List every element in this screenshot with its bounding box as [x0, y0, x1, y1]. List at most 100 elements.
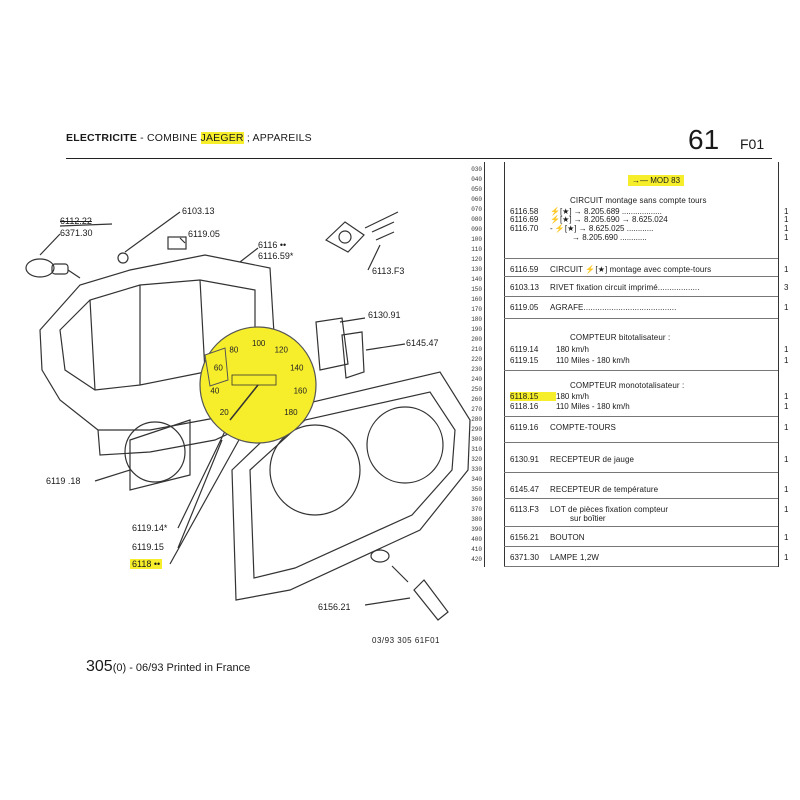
printed-number: 305	[86, 658, 113, 675]
front-cover	[231, 371, 471, 601]
label-6116: 6116 ••	[258, 240, 287, 250]
row-code: 030	[471, 166, 482, 173]
row-code: 380	[471, 516, 482, 523]
row-separator	[504, 442, 778, 443]
part-ref: 6116.69	[510, 215, 539, 224]
part-qty: 1	[784, 265, 789, 274]
label-6118: 6118 ••	[130, 559, 163, 569]
part-qty: 1	[784, 215, 789, 224]
part-ref: 6118.15	[510, 392, 556, 401]
row-code: 370	[471, 506, 482, 513]
header-title: ELECTRICITE - COMBINE JAEGER ; APPAREILS	[66, 132, 312, 144]
row-code: 050	[471, 186, 482, 193]
row-code: 350	[471, 486, 482, 493]
part-qty: 1	[784, 533, 789, 542]
row-code: 290	[471, 426, 482, 433]
part-ref: 6119.16	[510, 423, 539, 432]
row-code: 070	[471, 206, 482, 213]
header-sep: - COMBINE	[137, 132, 201, 144]
row-separator	[504, 318, 778, 319]
parts-row: 6119.15 110 Miles - 180 km/h	[510, 356, 630, 365]
part-desc: 110 Miles - 180 km/h	[556, 356, 630, 365]
tachometer-dial	[124, 421, 186, 483]
part-ref: 6156.21	[510, 533, 539, 542]
row-code: 240	[471, 376, 482, 383]
part-ref: 6113.F3	[510, 505, 539, 514]
row-separator	[504, 258, 778, 259]
part-desc: → 8.205.690 ............	[572, 233, 647, 242]
row-code: 420	[471, 556, 482, 563]
row-code: 390	[471, 526, 482, 533]
row-separator	[504, 416, 778, 417]
part-desc: COMPTEUR bitotalisateur :	[570, 333, 671, 342]
row-code: 260	[471, 396, 482, 403]
row-code: 110	[471, 246, 482, 253]
printed-text: (0) - 06/93 Printed in France	[112, 662, 251, 674]
part-desc: CIRCUIT montage sans compte tours	[570, 196, 707, 205]
row-code: 120	[471, 256, 482, 263]
row-code: 360	[471, 496, 482, 503]
row-code: 310	[471, 446, 482, 453]
row-code: 130	[471, 266, 482, 273]
row-separator	[504, 546, 778, 547]
header-prefix: ELECTRICITE	[66, 132, 138, 144]
screw-set	[364, 211, 399, 241]
row-code: 410	[471, 546, 482, 553]
part-qty: 1	[784, 356, 789, 365]
row-code: 320	[471, 456, 482, 463]
fixing-plate	[324, 221, 365, 253]
row-code: 400	[471, 536, 482, 543]
gauge-number: 60	[214, 363, 223, 372]
parts-row: 6116.70- ⚡[★] → 8.625.025 ............	[510, 224, 653, 233]
row-code: 250	[471, 386, 482, 393]
parts-row: → 8.205.690 ............	[510, 233, 647, 242]
section-number: 61	[688, 124, 720, 155]
label-6130: 6130.91	[368, 310, 401, 320]
part-qty: 1	[784, 553, 789, 562]
row-code: 190	[471, 326, 482, 333]
row-code: 150	[471, 286, 482, 293]
row-separator	[504, 296, 778, 297]
row-code: 200	[471, 336, 482, 343]
part-qty: 1	[784, 392, 789, 401]
parts-row: COMPTEUR bitotalisateur :	[510, 333, 670, 342]
part-qty: 1	[784, 207, 789, 216]
column-divider	[778, 162, 779, 567]
part-desc: AGRAFE..................................…	[550, 303, 677, 312]
parts-row: 6116.69⚡[★] → 8.205.690 → 8.625.024	[510, 215, 668, 224]
part-ref: 6145.47	[510, 485, 539, 494]
column-divider	[484, 162, 485, 567]
part-desc: RIVET fixation circuit imprimé..........…	[550, 283, 700, 292]
gauge-number: 40	[210, 387, 219, 396]
part-ref: 6119.15	[510, 356, 539, 365]
part-qty: 1	[784, 345, 789, 354]
header-rule	[66, 158, 772, 159]
part-desc: CIRCUIT ⚡[★] montage avec compte-tours	[550, 265, 712, 274]
bulb-socket	[25, 258, 55, 278]
parts-row: CIRCUIT montage sans compte tours	[510, 196, 707, 205]
gauge-number: 160	[294, 387, 308, 396]
label-6371: 6371.30	[60, 228, 93, 238]
part-qty: 1	[784, 303, 789, 312]
parts-row: sur boîtier	[510, 514, 606, 523]
row-code: 340	[471, 476, 482, 483]
gauge-number: 20	[220, 408, 229, 417]
row-code: 300	[471, 436, 482, 443]
part-desc: RECEPTEUR de jauge	[550, 455, 635, 464]
part-ref: 6103.13	[510, 283, 539, 292]
part-desc: COMPTEUR monototalisateur :	[570, 381, 685, 390]
part-ref: 6119.14	[510, 345, 539, 354]
row-separator	[504, 526, 778, 527]
part-desc: 180 km/h	[556, 392, 589, 401]
row-separator	[504, 566, 778, 567]
